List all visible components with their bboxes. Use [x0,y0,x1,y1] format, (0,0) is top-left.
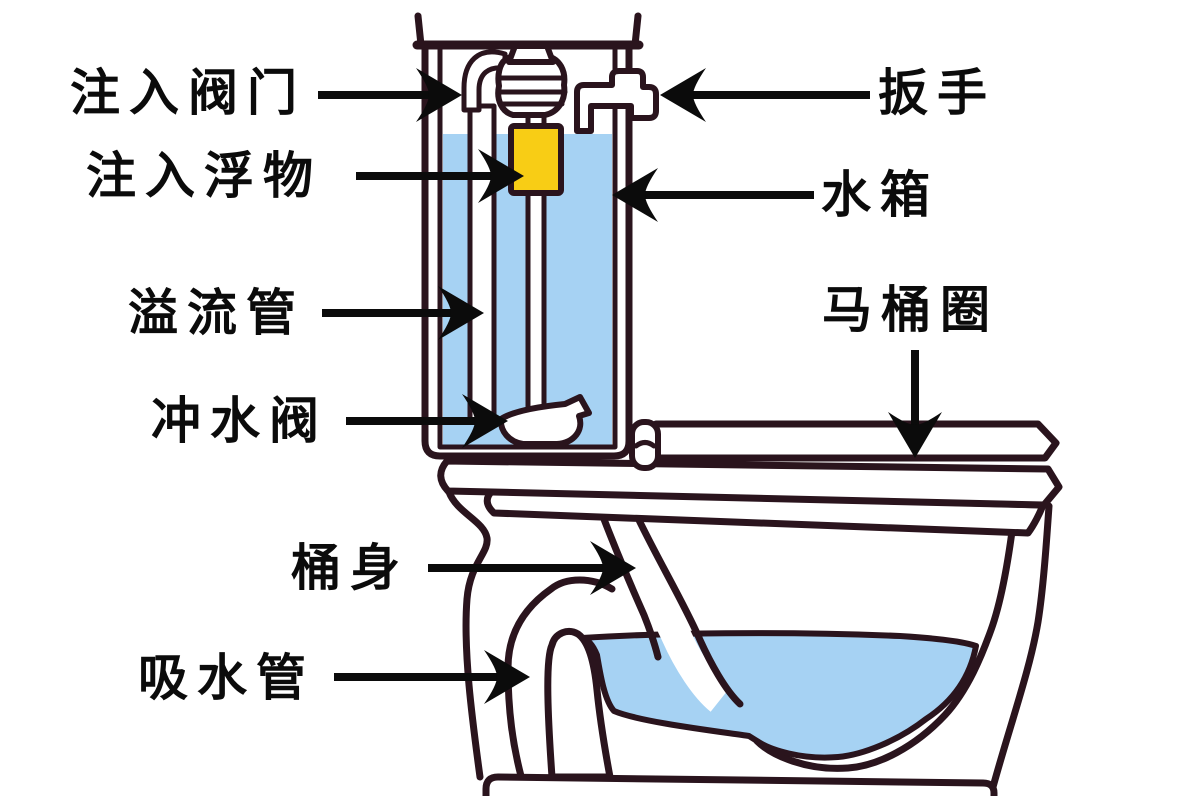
arrowhead [462,394,508,448]
fill-valve-cap [506,43,556,65]
arrow-toilet-seat [888,350,942,458]
siphon-hook [544,628,614,781]
tank-lid-tick-right [631,12,642,49]
bowl-outline-left [445,488,491,781]
label-siphon-pipe: 吸水管 [138,649,315,707]
label-handle: 扳手 [878,64,996,122]
flush-channel-edge-left [598,510,662,661]
label-overflow-pipe: 溢流管 [128,284,305,342]
arrow-siphon-pipe [334,650,530,704]
label-tank: 水箱 [821,166,939,224]
bowl-outline-right [989,502,1053,791]
pedestal-base [482,773,998,796]
label-toilet-seat: 马桶圈 [822,281,999,339]
flush-valve [497,394,592,447]
siphon-arch [504,576,616,780]
bowl-rim [483,486,1047,537]
seat-hinge-knuckle [633,440,657,449]
arrowhead [612,168,658,222]
tank-outer-wall [421,41,633,460]
arrowhead [660,68,706,122]
flush-channel-edge-right [633,512,744,708]
label-fill-valve: 注入阀门 [70,64,306,122]
fill-valve-stripes [496,75,568,107]
arrow-overflow-pipe [322,286,484,340]
flush-handle [574,68,659,134]
arrow-fill-valve [318,68,462,122]
arrows-group [318,68,942,704]
tank-group [412,12,659,460]
label-fill-float: 注入浮物 [86,147,322,205]
arrow-bowl-body [428,541,636,595]
refill-tube [461,49,508,113]
overflow-pipe [467,103,497,423]
arrowhead [590,541,636,595]
flush-channel-mask [606,509,730,712]
toilet-lid-slab [652,420,1060,462]
arrowhead [478,149,524,203]
arrow-handle [660,68,870,122]
arrowhead [484,650,530,704]
tank-lid-tick-left [414,12,425,49]
toilet-seat-slab [437,457,1063,509]
arrow-fill-float [356,149,524,203]
label-bowl-body: 桶身 [291,539,409,597]
bowl-group [437,419,1063,796]
arrowhead [888,412,942,458]
fill-float [508,123,564,196]
label-flush-valve: 冲水阀 [151,392,328,450]
arrowhead [438,286,484,340]
bowl-inner-wall [753,512,1018,772]
arrow-flush-valve [346,394,508,448]
arrow-tank [612,168,814,222]
arrowhead [416,68,462,122]
